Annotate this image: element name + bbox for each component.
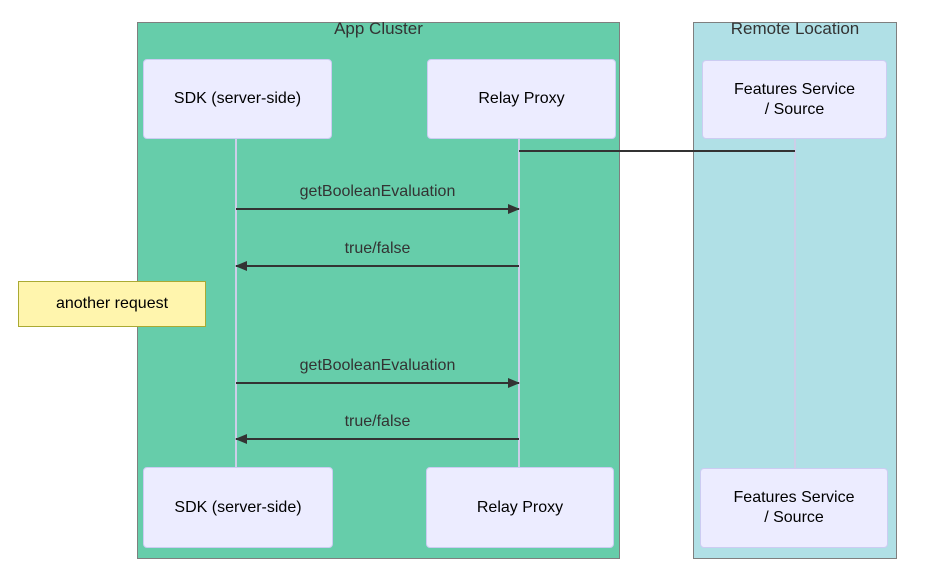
message-get-boolean-evaluation-2: getBooleanEvaluation — [236, 353, 520, 388]
participant-relay-bottom-label: Relay Proxy — [476, 498, 564, 516]
participant-relay-top-label: Relay Proxy — [478, 90, 565, 107]
message-label: true/false — [344, 240, 411, 257]
message-label: getBooleanEvaluation — [299, 183, 456, 200]
participant-features-bottom-line1: Features Service — [733, 489, 855, 506]
message-line — [236, 265, 519, 267]
note-label: another request — [55, 295, 169, 312]
message-get-boolean-evaluation-1: getBooleanEvaluation — [236, 179, 520, 214]
participant-sdk-bottom-label: SDK (server-side) — [174, 498, 302, 516]
participant-relay-bottom: Relay Proxy — [426, 467, 614, 548]
arrowhead-right-icon — [508, 204, 520, 214]
participant-sdk-bottom: SDK (server-side) — [143, 467, 333, 548]
participant-features-top: Features Service / Source — [702, 60, 887, 139]
message-line — [236, 382, 519, 384]
message-line — [236, 208, 519, 210]
lifeline-relay — [518, 139, 520, 467]
participant-features-bottom: Features Service / Source — [700, 468, 888, 548]
participant-features-top-line2: / Source — [764, 100, 825, 118]
message-line — [236, 438, 519, 440]
cluster-app-label: App Cluster — [334, 19, 423, 38]
arrowhead-right-icon — [508, 378, 520, 388]
arrowhead-left-icon — [235, 261, 247, 271]
participant-features-top-line1: Features Service — [734, 80, 855, 98]
lifeline-features — [794, 139, 796, 468]
participant-sdk-top: SDK (server-side) — [143, 59, 332, 139]
note-another-request: another request — [18, 281, 206, 327]
participant-relay-top: Relay Proxy — [427, 59, 616, 139]
participant-features-bottom-line2: / Source — [764, 509, 824, 526]
arrowhead-left-icon — [235, 434, 247, 444]
participant-sdk-top-label: SDK (server-side) — [173, 90, 302, 107]
message-label: true/false — [344, 413, 411, 430]
lifeline-sdk — [235, 139, 237, 467]
connector-relay-to-features — [519, 150, 795, 152]
cluster-remote-label: Remote Location — [730, 19, 860, 38]
message-true-false-2: true/false — [235, 409, 519, 444]
message-label: getBooleanEvaluation — [299, 357, 456, 374]
message-true-false-1: true/false — [235, 236, 519, 271]
